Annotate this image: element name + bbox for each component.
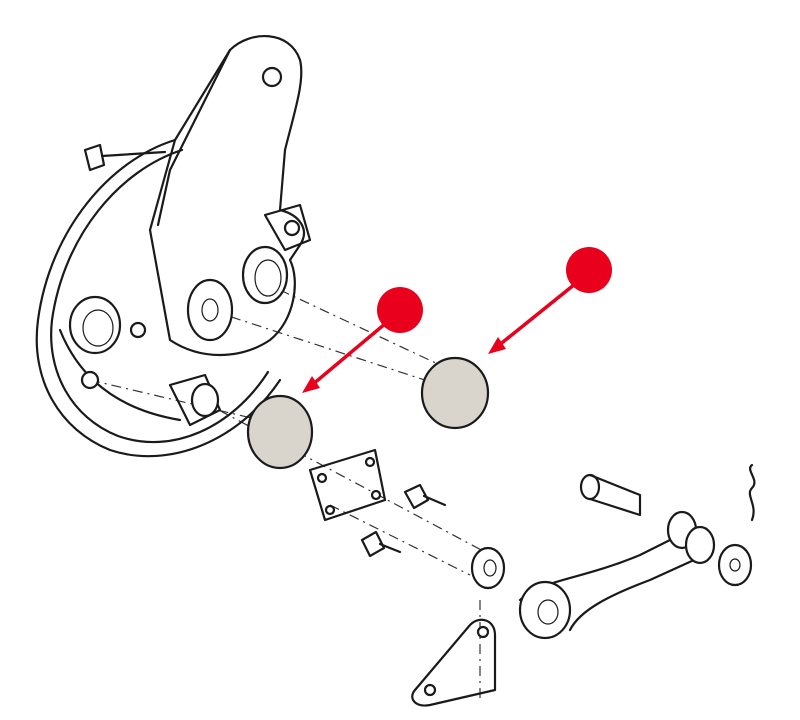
arrow-head-1 (302, 376, 320, 393)
cover-plate (308, 448, 387, 522)
clevis-pin (579, 473, 642, 517)
screw-upper (403, 483, 447, 510)
screw-lower (360, 530, 402, 558)
brake-link-arm (518, 510, 716, 640)
mounting-bracket (411, 618, 497, 707)
pivot-hole (261, 66, 283, 88)
washer-right (717, 543, 753, 587)
assembly-axis-lines (89, 289, 501, 700)
red-dot-1 (377, 287, 423, 333)
arrow-line-2 (496, 278, 582, 348)
red-dot-2 (566, 247, 612, 293)
felt-cap-lower (246, 394, 314, 470)
washer-middle (470, 546, 506, 590)
arrow-head-2 (488, 337, 506, 354)
marker-1 (302, 287, 423, 393)
brake-backing-plate (35, 35, 312, 458)
felt-cap-upper (420, 356, 490, 430)
split-pin-clip (748, 463, 756, 522)
mounting-bolt (83, 143, 167, 172)
marker-2 (488, 247, 612, 354)
arrow-line-1 (310, 316, 394, 387)
